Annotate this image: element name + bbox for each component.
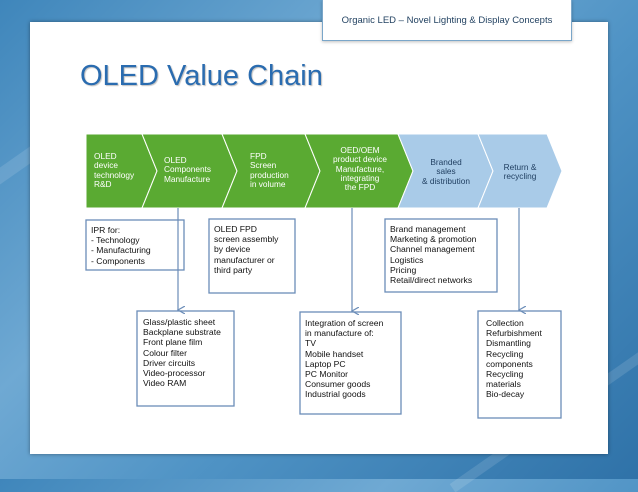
stage-chevron-recycling xyxy=(477,133,563,209)
value-chain-diagram xyxy=(85,133,563,419)
ipr-box-text: IPR for: - Technology - Manufacturing - … xyxy=(91,225,151,266)
fpd-assembly-box-text: OLED FPD screen assembly by device manuf… xyxy=(214,224,279,275)
integration-box-text: Integration of screen in manufacture of:… xyxy=(305,318,384,400)
stage-label-sales: Branded sales & distribution xyxy=(422,157,470,186)
brand-box xyxy=(384,218,498,293)
ipr-box xyxy=(85,219,185,271)
header-text: Organic LED – Novel Lighting & Display C… xyxy=(341,14,553,26)
page-title: OLED Value Chain xyxy=(80,60,323,92)
recycling-box xyxy=(477,310,562,419)
stage-label-rd: OLED device technology R&D xyxy=(94,151,135,189)
fpd-assembly-box xyxy=(208,218,296,294)
stage-label-fpd: FPD Screen production in volume xyxy=(250,151,289,189)
stage-label-oem: OED/OEM product device Manufacture, inte… xyxy=(333,145,387,193)
recycling-box-text: Collection Refurbishment Dismantling Rec… xyxy=(486,318,542,400)
stage-label-components: OLED Components Manufacture xyxy=(164,155,212,184)
brand-box-text: Brand management Marketing & promotion C… xyxy=(390,224,477,286)
header-tab: Organic LED – Novel Lighting & Display C… xyxy=(322,0,572,41)
components-box xyxy=(136,310,235,407)
components-box-text: Glass/plastic sheet Backplane substrate … xyxy=(143,317,221,389)
stage-label-recycling: Return & recycling xyxy=(503,162,537,182)
integration-box xyxy=(299,311,402,415)
